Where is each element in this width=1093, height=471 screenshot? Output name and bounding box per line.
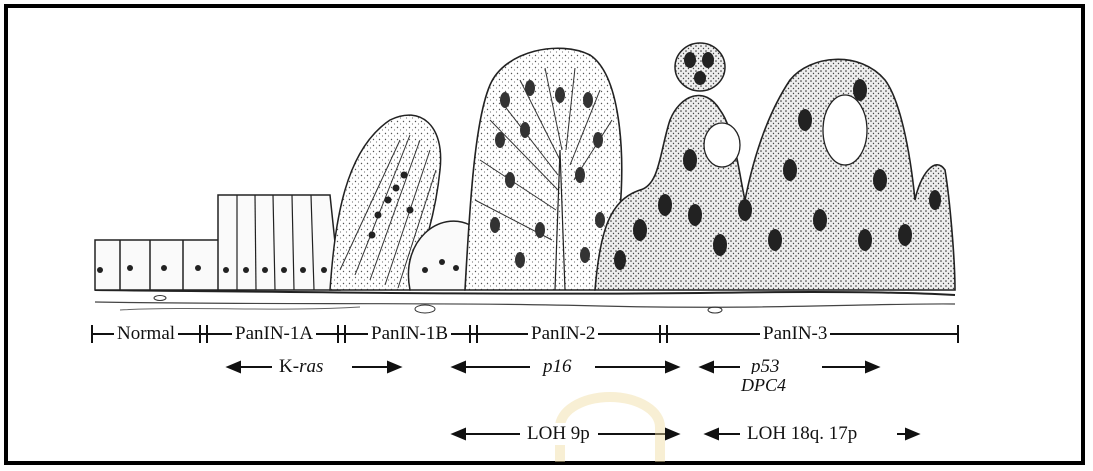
panin-2-dome <box>465 48 622 290</box>
panin-1a-cells <box>218 195 340 290</box>
loh-label-18q-17p: LOH 18q. 17p <box>744 423 860 445</box>
gene-label-dpc4: DPC4 <box>738 374 789 396</box>
loh-label-9p: LOH 9p <box>524 423 593 445</box>
stage-label-panin-1b: PanIN-1B <box>368 323 451 345</box>
normal-cells <box>95 240 220 290</box>
panin-3-region <box>595 43 955 290</box>
gene-label-p16: p16 <box>540 356 575 378</box>
stage-label-panin-3: PanIN-3 <box>760 323 830 345</box>
panin-1b-fold <box>330 115 474 290</box>
kras-prefix: K- <box>279 356 299 377</box>
stage-label-panin-2: PanIN-2 <box>528 323 598 345</box>
kras-italic: ras <box>299 356 323 377</box>
stage-label-panin-1a: PanIN-1A <box>232 323 316 345</box>
gene-label-kras: K-ras <box>276 356 326 378</box>
stage-label-normal: Normal <box>114 323 178 345</box>
